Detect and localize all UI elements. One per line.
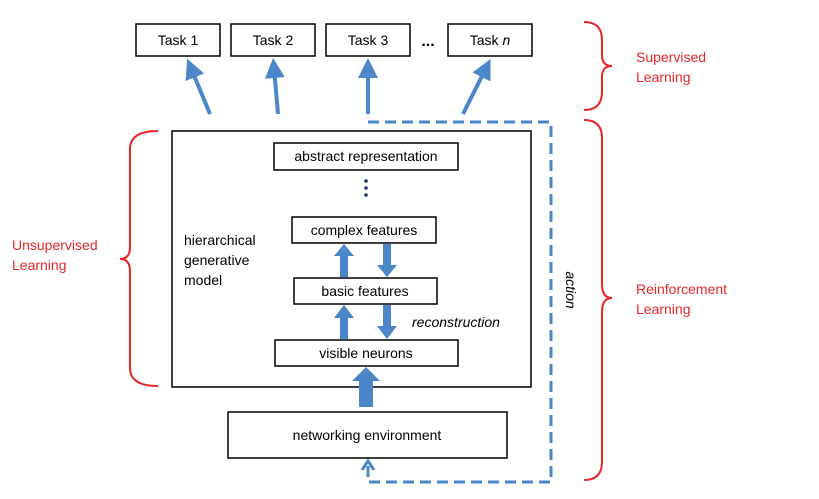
vertical-ellipsis-icon bbox=[364, 179, 368, 197]
task-arrows bbox=[185, 58, 491, 115]
arrow-to-task-n bbox=[461, 59, 491, 115]
visible-neurons-label: visible neurons bbox=[319, 345, 412, 361]
unsupervised-line1: Unsupervised bbox=[12, 237, 98, 253]
up-arrow-basic-to-complex-icon bbox=[334, 244, 354, 277]
tasks-ellipsis: ... bbox=[421, 33, 434, 50]
task-n-label: Task n bbox=[470, 32, 511, 48]
action-label: action bbox=[563, 271, 579, 309]
complex-features-box: complex features bbox=[291, 216, 437, 244]
unsupervised-learning-label: Unsupervised Learning bbox=[12, 237, 98, 273]
task-3-label: Task 3 bbox=[348, 32, 389, 48]
unsupervised-line2: Learning bbox=[12, 257, 67, 273]
reinforcement-bracket bbox=[583, 119, 613, 481]
model-name-line3: model bbox=[184, 272, 222, 288]
arrow-to-task-1 bbox=[185, 58, 212, 115]
action-loop bbox=[366, 120, 553, 484]
unsupervised-bracket bbox=[119, 130, 159, 387]
visible-neurons-box: visible neurons bbox=[274, 339, 459, 367]
reinforcement-line2: Learning bbox=[636, 301, 691, 317]
task-1-label: Task 1 bbox=[158, 32, 199, 48]
task-n-box: Task n bbox=[447, 23, 533, 57]
basic-features-label: basic features bbox=[321, 283, 408, 299]
complex-features-label: complex features bbox=[311, 222, 418, 238]
task-n-variable: n bbox=[502, 32, 510, 48]
networking-environment-box: networking environment bbox=[227, 411, 508, 459]
brackets bbox=[119, 21, 613, 481]
action-arrowhead-icon bbox=[360, 458, 376, 471]
action-dashed-path bbox=[366, 120, 553, 484]
task-2-box: Task 2 bbox=[230, 23, 316, 57]
model-name-line2: generative bbox=[184, 252, 250, 268]
down-arrow-complex-to-basic-icon bbox=[377, 244, 397, 277]
abstract-representation-label: abstract representation bbox=[294, 148, 437, 164]
up-arrow-environment-to-visible-icon bbox=[352, 367, 380, 407]
supervised-line1: Supervised bbox=[636, 49, 706, 65]
layer-arrows bbox=[334, 244, 397, 407]
networking-environment-label: networking environment bbox=[293, 427, 442, 443]
task-3-box: Task 3 bbox=[325, 23, 411, 57]
task-1-box: Task 1 bbox=[135, 23, 221, 57]
model-name-line1: hierarchical bbox=[184, 232, 256, 248]
supervised-learning-label: Supervised Learning bbox=[636, 49, 706, 85]
supervised-bracket bbox=[583, 21, 613, 111]
task-n-prefix: Task bbox=[470, 32, 500, 48]
down-arrow-basic-to-visible-icon bbox=[377, 305, 397, 339]
abstract-representation-box: abstract representation bbox=[273, 142, 459, 171]
arrow-to-task-2 bbox=[264, 58, 285, 115]
basic-features-box: basic features bbox=[293, 277, 438, 305]
reinforcement-line1: Reinforcement bbox=[636, 281, 727, 297]
reinforcement-learning-label: Reinforcement Learning bbox=[636, 281, 727, 317]
task-2-label: Task 2 bbox=[253, 32, 294, 48]
reconstruction-label: reconstruction bbox=[412, 314, 500, 330]
model-name: hierarchical generative model bbox=[184, 232, 256, 288]
supervised-line2: Learning bbox=[636, 69, 691, 85]
up-arrow-visible-to-basic-icon bbox=[334, 305, 354, 339]
